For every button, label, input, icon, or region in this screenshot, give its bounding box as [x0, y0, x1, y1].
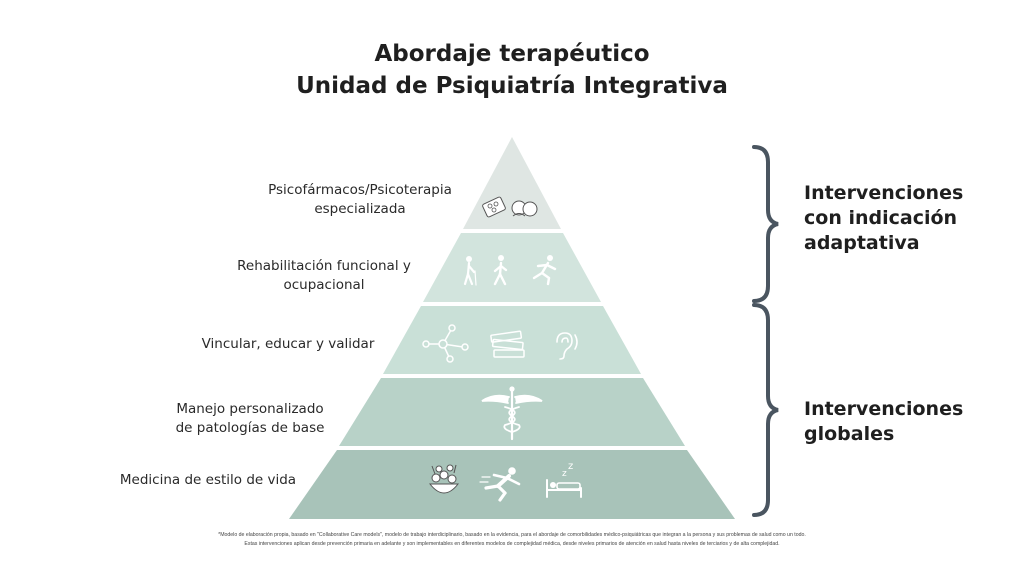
- group-label-adaptive: Intervenciones con indicación adaptativa: [804, 181, 963, 256]
- group-global-line-2: globales: [804, 423, 895, 445]
- level-4-line-1: Manejo personalizado: [176, 401, 324, 417]
- level-label-5: Medicina de estilo de vida: [98, 471, 318, 490]
- level-label-3: Vincular, educar y validar: [178, 335, 398, 354]
- pyramid-tier-1: [463, 137, 561, 229]
- books-icon: [490, 330, 525, 358]
- level-label-1: Psicofármacos/Psicoterapia especializada: [250, 181, 470, 219]
- caduceus-icon: [481, 386, 543, 441]
- level-1-line-2: especializada: [314, 201, 406, 217]
- group-adaptive-line-3: adaptativa: [804, 232, 920, 254]
- pyramid-tier-2: [423, 233, 601, 302]
- title-line-2: Unidad de Psiquiatría Integrativa: [296, 73, 728, 99]
- sleeping-bed-icon: z z: [546, 461, 582, 498]
- svg-text:z: z: [562, 469, 567, 479]
- running-person-icon: [532, 255, 557, 286]
- svg-text:z: z: [568, 461, 573, 472]
- brace-bottom: [752, 303, 779, 517]
- level-2-line-2: ocupacional: [283, 277, 365, 293]
- level-4-line-2: de patologías de base: [175, 420, 325, 436]
- group-adaptive-line-2: con indicación: [804, 207, 958, 229]
- hearing-icon: [556, 332, 578, 360]
- level-label-4: Manejo personalizado de patologías de ba…: [140, 400, 360, 438]
- walking-person-icon: [493, 255, 508, 286]
- group-global-line-1: Intervenciones: [804, 398, 964, 420]
- group-label-global: Intervenciones globales: [804, 397, 963, 447]
- network-nodes-icon: [422, 324, 469, 363]
- level-1-line-1: Psicofármacos/Psicoterapia: [268, 182, 452, 198]
- level-2-line-1: Rehabilitación funcional y: [237, 258, 411, 274]
- level-5-line-1: Medicina de estilo de vida: [119, 472, 297, 488]
- footnote-line-1: *Modelo de elaboración propia, basado en…: [218, 532, 806, 538]
- title-line-1: Abordaje terapéutico: [374, 41, 650, 67]
- diagram-title: Abordaje terapéutico Unidad de Psiquiatr…: [0, 38, 1024, 102]
- footnote-line-2: Estas intervenciones aplican desde preve…: [244, 541, 780, 547]
- pills-icon: [482, 196, 506, 218]
- sprinter-icon: [479, 467, 521, 502]
- footnote: *Modelo de elaboración propia, basado en…: [0, 531, 1024, 549]
- level-3-line-1: Vincular, educar y validar: [201, 336, 375, 352]
- group-adaptive-line-1: Intervenciones: [804, 182, 964, 204]
- level-label-2: Rehabilitación funcional y ocupacional: [214, 257, 434, 295]
- elderly-walking-icon: [463, 256, 477, 286]
- brace-top: [752, 145, 779, 303]
- therapy-heads-icon: [511, 200, 538, 217]
- pyramid-tier-5: [289, 450, 735, 519]
- healthy-food-icon: [428, 464, 460, 494]
